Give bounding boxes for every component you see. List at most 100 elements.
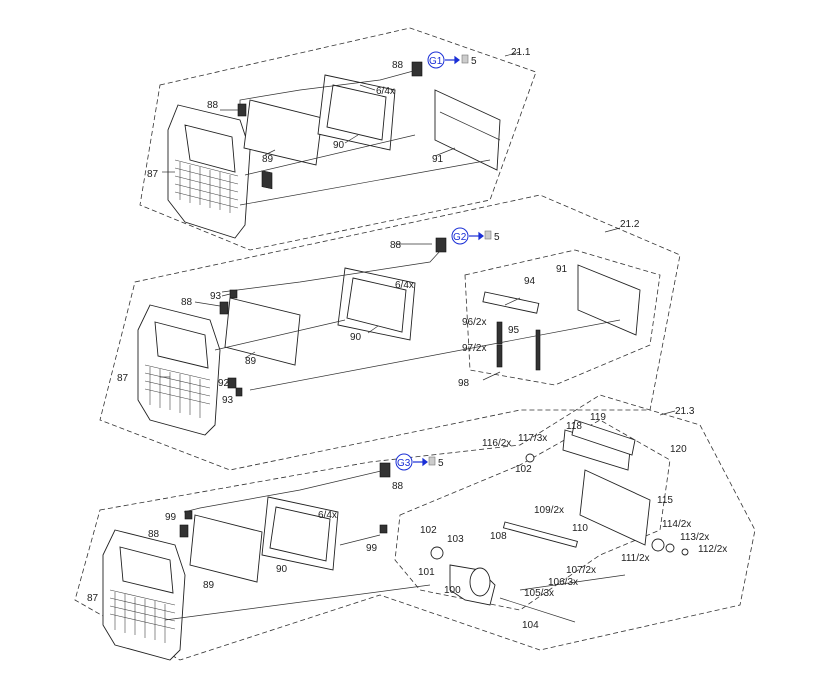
callout-98: 98 bbox=[458, 378, 470, 389]
connector-88-3-left bbox=[179, 524, 189, 538]
display-board-89b bbox=[224, 297, 301, 366]
callout-106-3x: 106/3x bbox=[548, 577, 578, 588]
goto-g3[interactable]: G3 5 bbox=[395, 453, 444, 471]
callout-100: 100 bbox=[444, 585, 461, 596]
shaft-95 bbox=[535, 329, 541, 371]
callout-94: 94 bbox=[524, 276, 536, 287]
callout-116-2x: 116/2x bbox=[482, 438, 511, 449]
callout-114-2x: 114/2x bbox=[662, 519, 691, 530]
front-bezel-87c bbox=[102, 529, 186, 661]
assembly-21-1-label: 21.1 bbox=[511, 47, 531, 58]
callout-119: 119 bbox=[590, 412, 606, 423]
plate-119 bbox=[571, 419, 636, 456]
callout-88-top: 88 bbox=[392, 60, 404, 71]
page-icon bbox=[484, 230, 492, 240]
bracket-91b bbox=[577, 264, 641, 336]
goto-tag-g3[interactable]: G3 bbox=[397, 458, 411, 469]
spring-96 bbox=[496, 321, 503, 345]
connector-88-left bbox=[237, 103, 247, 117]
callout-87: 87 bbox=[147, 169, 159, 180]
callout-111-2x: 111/2x bbox=[621, 553, 650, 564]
callout-93-bottom: 93 bbox=[222, 395, 234, 406]
display-board-89c bbox=[189, 514, 263, 583]
goto-circle-2[interactable] bbox=[451, 227, 469, 245]
callout-109-2x: 109/2x bbox=[534, 505, 564, 516]
part-99-right bbox=[379, 524, 388, 534]
goto-page-g2: 5 bbox=[494, 232, 500, 243]
assembly-21-3-label: 21.3 bbox=[675, 406, 695, 417]
callout-103: 103 bbox=[447, 534, 464, 545]
callout-104: 104 bbox=[522, 620, 539, 631]
assembly-21-2-label: 21.2 bbox=[620, 219, 640, 230]
callout-87-2: 87 bbox=[117, 373, 129, 384]
rod-104 bbox=[499, 597, 576, 623]
front-bezel-87 bbox=[167, 104, 251, 239]
callout-113-2x: 113/2x bbox=[680, 532, 709, 543]
goto-circle-3[interactable] bbox=[395, 453, 413, 471]
part-93-bottom bbox=[235, 387, 243, 397]
callout-92: 92 bbox=[218, 378, 230, 389]
assembly-21-2-boundary bbox=[99, 194, 681, 471]
callout-120: 120 bbox=[670, 444, 687, 455]
callout-96-2x: 96/2x bbox=[462, 317, 486, 328]
gear-103 bbox=[430, 546, 444, 560]
assembly-21-2: 21.2 bbox=[99, 194, 681, 471]
connector-88-2-top bbox=[435, 237, 447, 253]
callout-6-4x-3: 6/4x bbox=[318, 510, 337, 521]
callout-105-3x: 105/3x bbox=[524, 588, 554, 599]
goto-page-g1: 5 bbox=[471, 56, 477, 67]
callout-90: 90 bbox=[333, 140, 345, 151]
callout-108: 108 bbox=[490, 531, 507, 542]
callout-89: 89 bbox=[262, 154, 274, 165]
callout-88-3-left: 88 bbox=[148, 529, 160, 540]
page-icon bbox=[461, 54, 469, 64]
callout-110: 110 bbox=[572, 523, 588, 534]
callout-6-4x: 6/4x bbox=[376, 86, 395, 97]
gear-114 bbox=[651, 538, 665, 552]
callout-95: 95 bbox=[508, 325, 520, 336]
connector-88-2-left bbox=[219, 301, 229, 315]
subassembly-120-boundary bbox=[394, 419, 671, 611]
gear-113 bbox=[665, 543, 675, 553]
shaft-108 bbox=[502, 521, 578, 548]
callout-87-3: 87 bbox=[87, 593, 99, 604]
connector-88-top bbox=[411, 61, 423, 77]
callout-118: 118 bbox=[566, 421, 582, 432]
part-99-left bbox=[184, 510, 193, 520]
goto-tag-g1[interactable]: G1 bbox=[429, 56, 443, 67]
callout-112-2x: 112/2x bbox=[698, 544, 727, 555]
motor-100 bbox=[449, 564, 496, 606]
goto-g2[interactable]: G2 5 bbox=[451, 227, 500, 245]
goto-page-g3: 5 bbox=[438, 458, 444, 469]
spring-97 bbox=[496, 344, 503, 368]
frame-115 bbox=[579, 469, 651, 546]
callout-88-left: 88 bbox=[207, 100, 219, 111]
callout-91: 91 bbox=[432, 154, 444, 165]
callout-88-3-top: 88 bbox=[392, 481, 404, 492]
bracket-91 bbox=[434, 89, 501, 171]
callout-88-2-top: 88 bbox=[390, 240, 402, 251]
goto-g1[interactable]: G1 5 bbox=[427, 51, 477, 69]
callout-107-2x: 107/2x bbox=[566, 565, 596, 576]
bushing-102-right bbox=[525, 453, 535, 463]
goto-tag-g2[interactable]: G2 bbox=[453, 232, 467, 243]
callout-102-right: 102 bbox=[515, 464, 532, 475]
front-bezel-87b bbox=[137, 304, 221, 436]
callout-115: 115 bbox=[657, 495, 673, 506]
connector-block bbox=[261, 170, 273, 190]
goto-circle[interactable] bbox=[427, 51, 445, 69]
callout-90-2: 90 bbox=[350, 332, 362, 343]
callout-101: 101 bbox=[418, 567, 435, 578]
assembly-21-1-boundary bbox=[139, 27, 537, 251]
callout-97-2x: 97/2x bbox=[462, 343, 486, 354]
display-board-89 bbox=[243, 99, 323, 166]
callout-99-right: 99 bbox=[366, 543, 378, 554]
callout-99-left: 99 bbox=[165, 512, 177, 523]
callout-90-3: 90 bbox=[276, 564, 288, 575]
callout-117-3x: 117/3x bbox=[518, 433, 547, 444]
callout-89-2: 89 bbox=[245, 356, 257, 367]
callout-102-left: 102 bbox=[420, 525, 437, 536]
assembly-21-1: 21.1 bbox=[139, 27, 537, 251]
